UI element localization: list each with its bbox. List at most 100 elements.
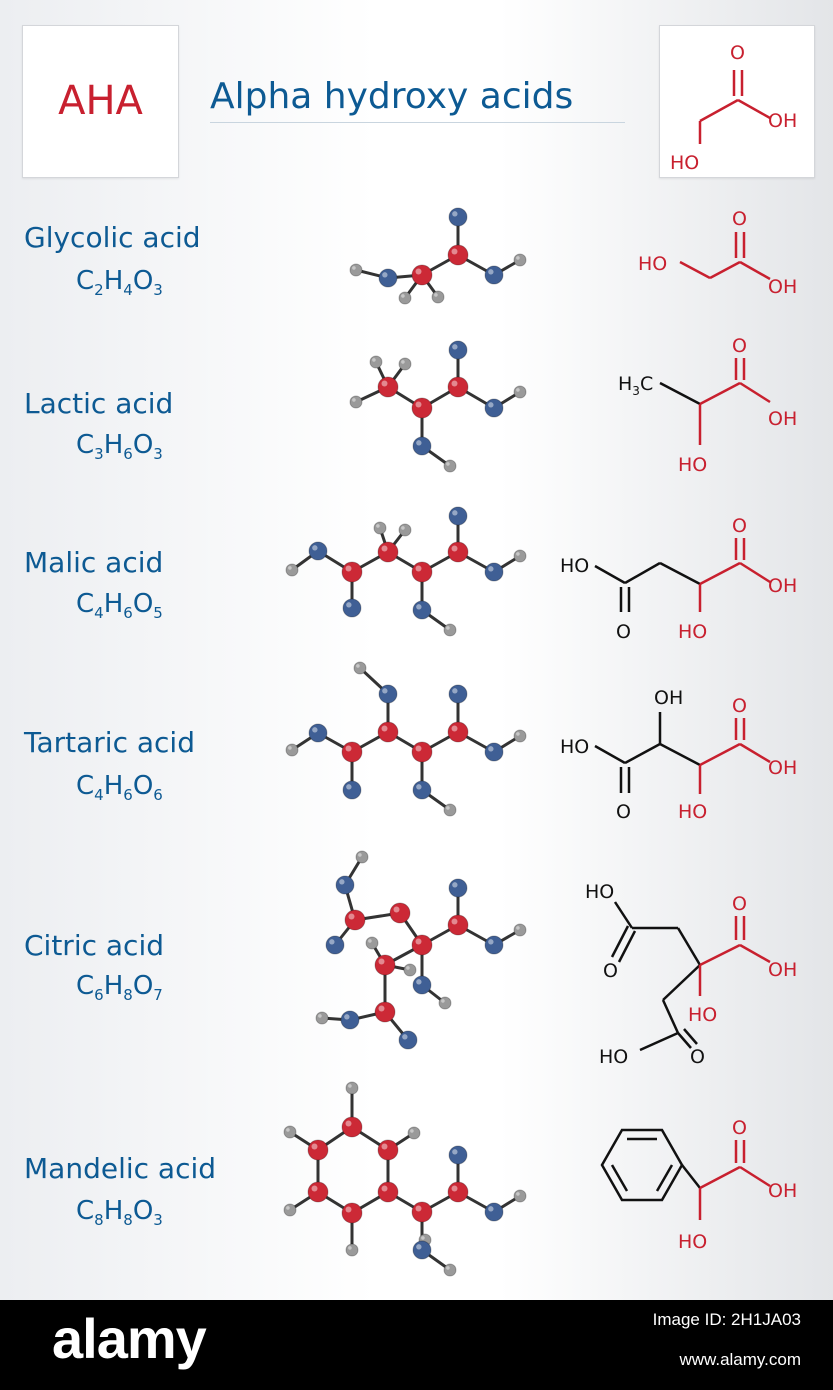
ball-and-stick-models: [283, 207, 527, 1277]
atom-highlight: [402, 1034, 408, 1040]
formula-mandelic: C8H8O3: [76, 1196, 163, 1229]
atom-c: [389, 902, 411, 924]
atom-highlight: [488, 746, 494, 752]
atom-h: [283, 1125, 297, 1139]
atom-highlight: [446, 806, 450, 810]
atom-h: [438, 996, 452, 1010]
atom-o: [342, 598, 362, 618]
atom-c: [377, 721, 399, 743]
atom-highlight: [416, 440, 422, 446]
svg-text:HO: HO: [678, 801, 707, 823]
atom-highlight: [516, 1192, 520, 1196]
atom-highlight: [452, 211, 458, 217]
atom-c: [344, 909, 366, 931]
svg-text:O: O: [616, 621, 631, 643]
atom-highlight: [382, 272, 388, 278]
atom-h: [431, 290, 445, 304]
atom-highlight: [381, 1185, 388, 1192]
atom-c: [447, 244, 469, 266]
atom-highlight: [381, 545, 388, 552]
atom-c: [341, 1116, 363, 1138]
svg-text:OH: OH: [768, 276, 797, 298]
atom-highlight: [382, 688, 388, 694]
atom-highlight: [451, 725, 458, 732]
atom-highlight: [345, 565, 352, 572]
atom-h: [373, 521, 387, 535]
atom-highlight: [352, 398, 356, 402]
atom-highlight: [312, 545, 318, 551]
atom-highlight: [452, 510, 458, 516]
atom-highlight: [348, 913, 355, 920]
atom-highlight: [410, 1129, 414, 1133]
atom-h: [513, 549, 527, 563]
svg-text:OH: OH: [768, 1180, 797, 1202]
skeletal-glycolic: O HO OH: [638, 208, 797, 298]
atom-highlight: [415, 745, 422, 752]
atom-c: [447, 721, 469, 743]
alamy-logo: alamy: [52, 1307, 207, 1370]
atom-highlight: [356, 664, 360, 668]
svg-text:HO: HO: [560, 555, 589, 577]
atom-highlight: [346, 602, 352, 608]
atom-o: [484, 1202, 504, 1222]
ball-model-malic: [285, 506, 527, 637]
svg-text:OH: OH: [768, 408, 797, 430]
atom-c: [377, 541, 399, 563]
atom-h: [398, 357, 412, 371]
atom-h: [513, 923, 527, 937]
acid-name-tartaric: Tartaric acid: [24, 726, 195, 759]
atom-highlight: [488, 402, 494, 408]
atom-c: [377, 1181, 399, 1203]
atom-highlight: [415, 268, 422, 275]
atom-h: [513, 385, 527, 399]
atom-c: [447, 914, 469, 936]
atom-highlight: [381, 1143, 388, 1150]
atom-highlight: [286, 1128, 290, 1132]
atom-highlight: [416, 604, 422, 610]
label-oh: OH: [768, 110, 797, 132]
atom-highlight: [286, 1206, 290, 1210]
formula-malic: C4H6O5: [76, 589, 163, 622]
glycolic-structure-card: O OH HO: [659, 25, 815, 178]
atom-c: [307, 1181, 329, 1203]
formula-citric: C6H8O7: [76, 971, 163, 1004]
atom-h: [353, 661, 367, 675]
atom-o: [484, 935, 504, 955]
atom-highlight: [451, 248, 458, 255]
atom-highlight: [446, 1266, 450, 1270]
formula-glycolic: C2H4O3: [76, 266, 163, 299]
atom-c: [374, 1001, 396, 1023]
atom-h: [365, 936, 379, 950]
atom-o: [448, 506, 468, 526]
atom-highlight: [416, 979, 422, 985]
atom-c: [447, 541, 469, 563]
atom-o: [412, 1240, 432, 1260]
svg-text:OH: OH: [654, 687, 683, 709]
ball-model-tartaric: [285, 661, 527, 817]
acid-name-malic: Malic acid: [24, 546, 164, 579]
atom-o: [378, 684, 398, 704]
formula-tartaric: C4H6O6: [76, 771, 163, 804]
atom-o: [448, 684, 468, 704]
atom-highlight: [344, 1014, 350, 1020]
svg-text:HO: HO: [638, 253, 667, 275]
atom-c: [447, 1181, 469, 1203]
atom-c: [411, 561, 433, 583]
acid-name-glycolic: Glycolic acid: [24, 221, 201, 254]
atom-o: [342, 780, 362, 800]
atom-highlight: [446, 462, 450, 466]
atom-h: [345, 1243, 359, 1257]
atom-h: [283, 1203, 297, 1217]
atom-o: [340, 1010, 360, 1030]
svg-text:O: O: [732, 208, 747, 230]
atom-highlight: [451, 1185, 458, 1192]
atom-highlight: [345, 1120, 352, 1127]
atom-h: [443, 459, 457, 473]
svg-text:O: O: [732, 515, 747, 537]
atom-highlight: [348, 1246, 352, 1250]
svg-text:O: O: [732, 695, 747, 717]
atom-o: [448, 878, 468, 898]
atom-h: [285, 743, 299, 757]
atom-highlight: [348, 1084, 352, 1088]
atom-c: [307, 1139, 329, 1161]
